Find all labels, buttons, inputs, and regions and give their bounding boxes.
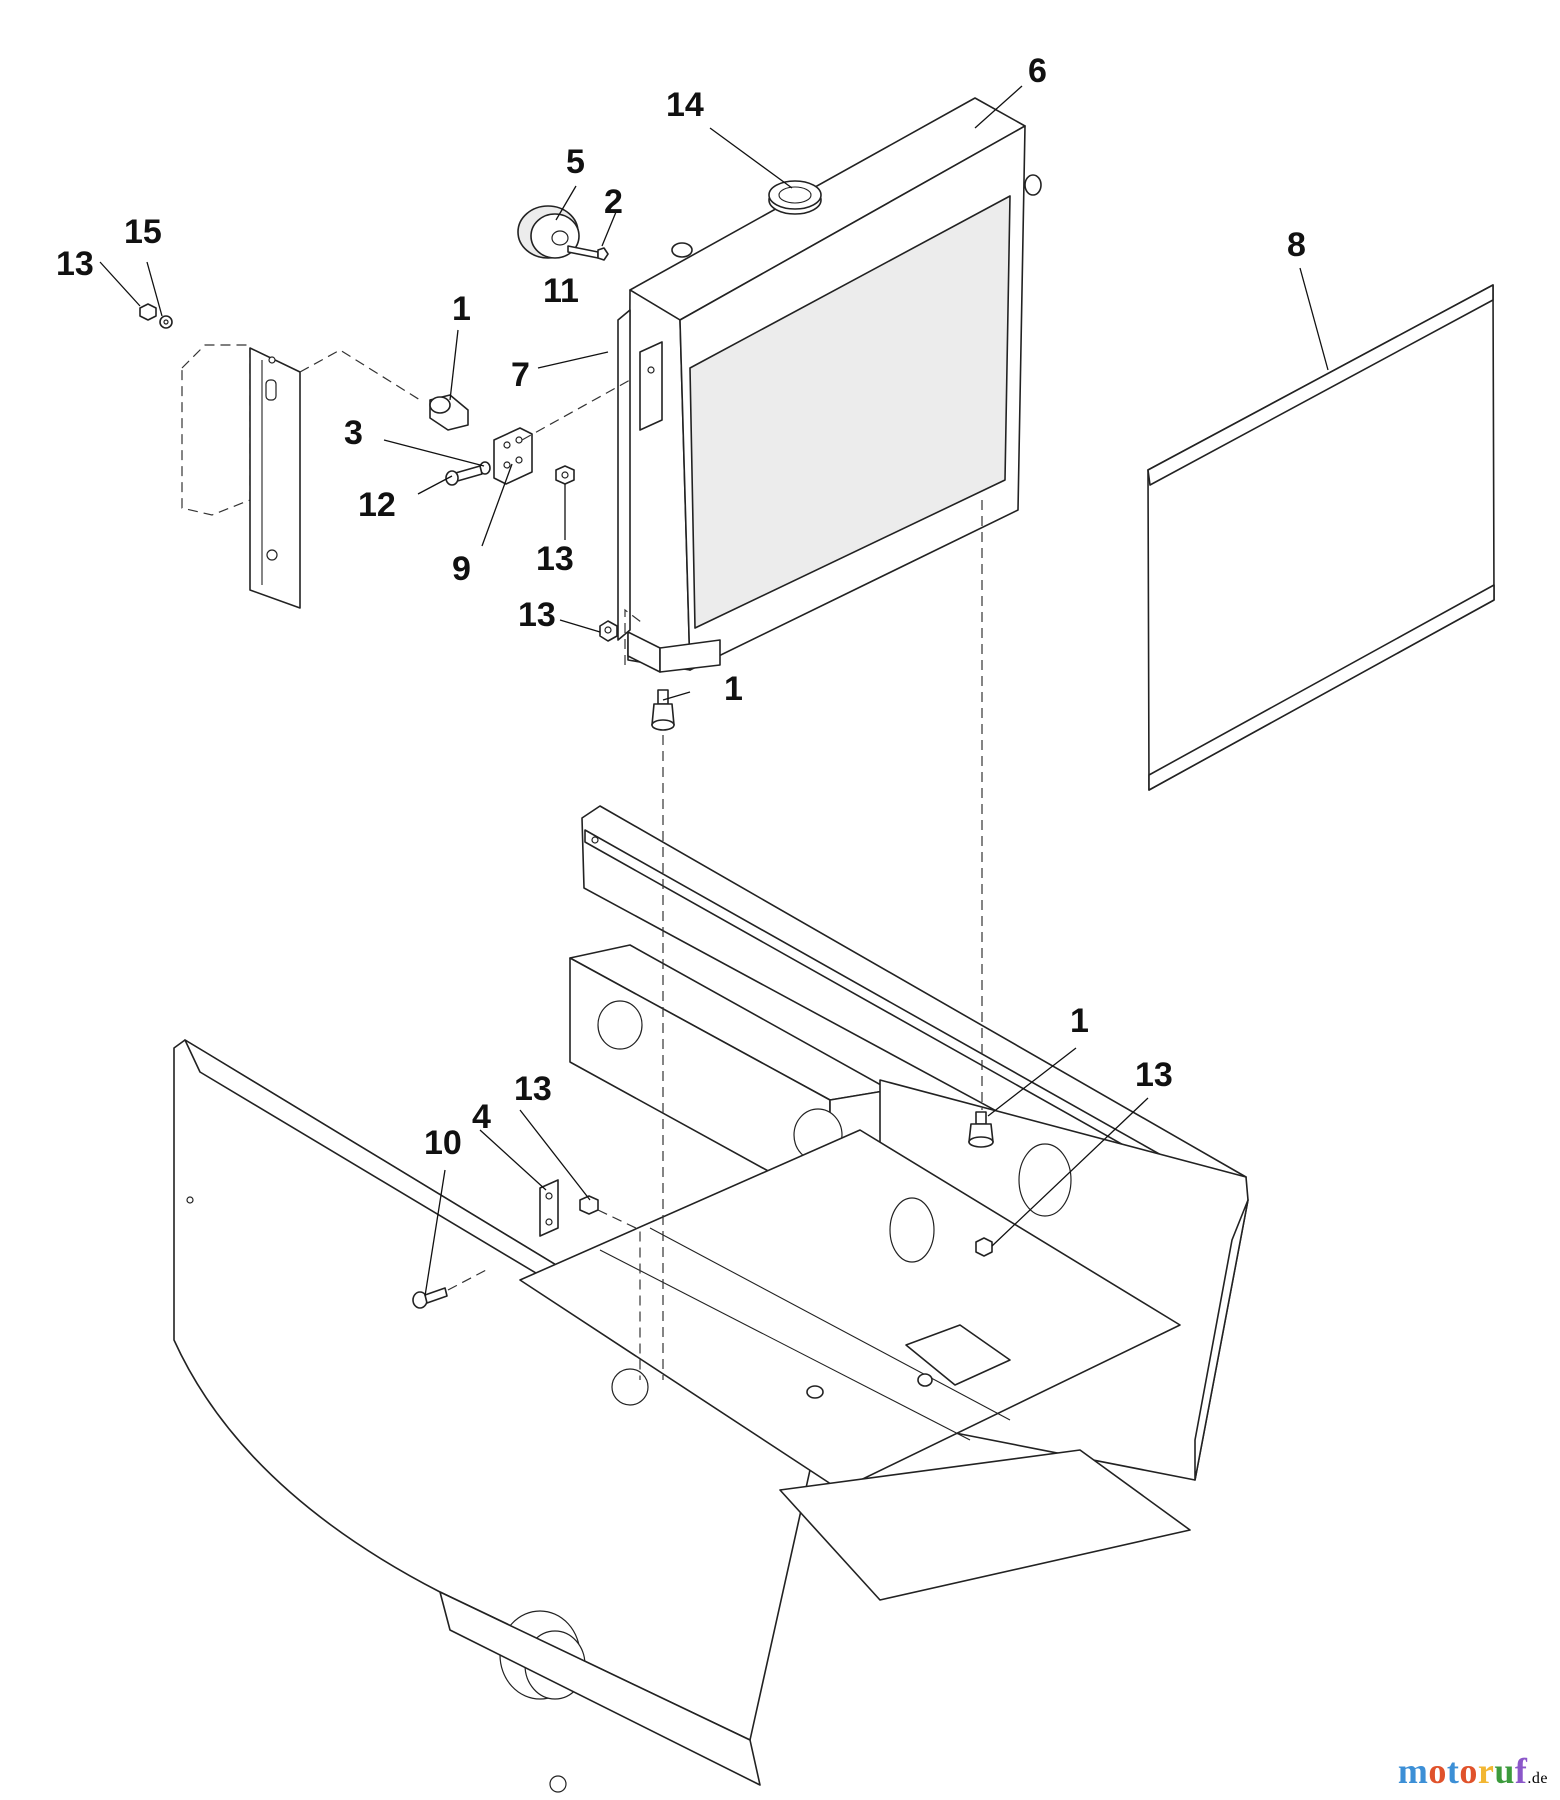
assembly-lines bbox=[521, 379, 983, 1380]
callout-13-frame-right: 13 bbox=[1135, 1056, 1173, 1094]
callout-13-bracket: 13 bbox=[536, 540, 574, 578]
watermark-letter: f bbox=[1514, 1751, 1528, 1791]
bolt-10 bbox=[412, 1287, 448, 1309]
callout-1-radiator: 1 bbox=[724, 670, 743, 708]
chassis-frame bbox=[173, 805, 1249, 1793]
nut-13-radiator bbox=[599, 620, 618, 642]
callout-2: 2 bbox=[604, 183, 623, 221]
nut-13-upper bbox=[555, 465, 575, 485]
callout-11: 11 bbox=[543, 272, 579, 310]
nut-and-washer-left bbox=[139, 303, 173, 329]
watermark-letter: m bbox=[1397, 1751, 1429, 1791]
callout-9: 9 bbox=[452, 550, 471, 588]
isolator-mount-radiator bbox=[651, 689, 675, 731]
callout-13-top-left: 13 bbox=[56, 245, 94, 283]
callout-1-frame: 1 bbox=[1070, 1002, 1089, 1040]
isolator-mount-upper bbox=[429, 394, 469, 431]
radiator-6 bbox=[617, 97, 1042, 673]
callout-14: 14 bbox=[666, 86, 704, 124]
callout-10: 10 bbox=[424, 1124, 462, 1162]
callout-1-upper: 1 bbox=[452, 290, 471, 328]
radiator-core-grille bbox=[689, 195, 1011, 629]
isolator-mount-frame bbox=[968, 1111, 994, 1148]
callout-13-frame-left: 13 bbox=[514, 1070, 552, 1108]
callout-6: 6 bbox=[1028, 52, 1047, 90]
bracket-4 bbox=[539, 1179, 559, 1237]
watermark-letter: o bbox=[1459, 1751, 1478, 1791]
bracket-9 bbox=[493, 427, 533, 485]
callout-3: 3 bbox=[344, 414, 363, 452]
callout-5: 5 bbox=[566, 143, 585, 181]
bolt-washer-12-3 bbox=[445, 461, 491, 486]
fan-hub-5 bbox=[517, 205, 609, 261]
callout-15: 15 bbox=[124, 213, 162, 251]
watermark-letter: o bbox=[1428, 1751, 1447, 1791]
radiator-cap-14 bbox=[768, 180, 822, 215]
watermark-letter: u bbox=[1494, 1751, 1515, 1791]
watermark-letter: t bbox=[1446, 1751, 1460, 1791]
leader-lines bbox=[99, 85, 1329, 1297]
callout-7: 7 bbox=[511, 356, 530, 394]
callout-13-radiator: 13 bbox=[518, 596, 556, 634]
watermark-logo: motoruf.de bbox=[1398, 1750, 1548, 1792]
watermark-letter: r bbox=[1477, 1751, 1495, 1791]
callout-8: 8 bbox=[1287, 226, 1306, 264]
watermark-suffix: .de bbox=[1527, 1770, 1548, 1787]
callout-4: 4 bbox=[472, 1098, 491, 1136]
radiator-screen-8 bbox=[1147, 284, 1495, 791]
shroud-bracket bbox=[181, 344, 421, 609]
watermark-text: motoruf bbox=[1398, 1751, 1528, 1791]
callout-12: 12 bbox=[358, 486, 396, 524]
